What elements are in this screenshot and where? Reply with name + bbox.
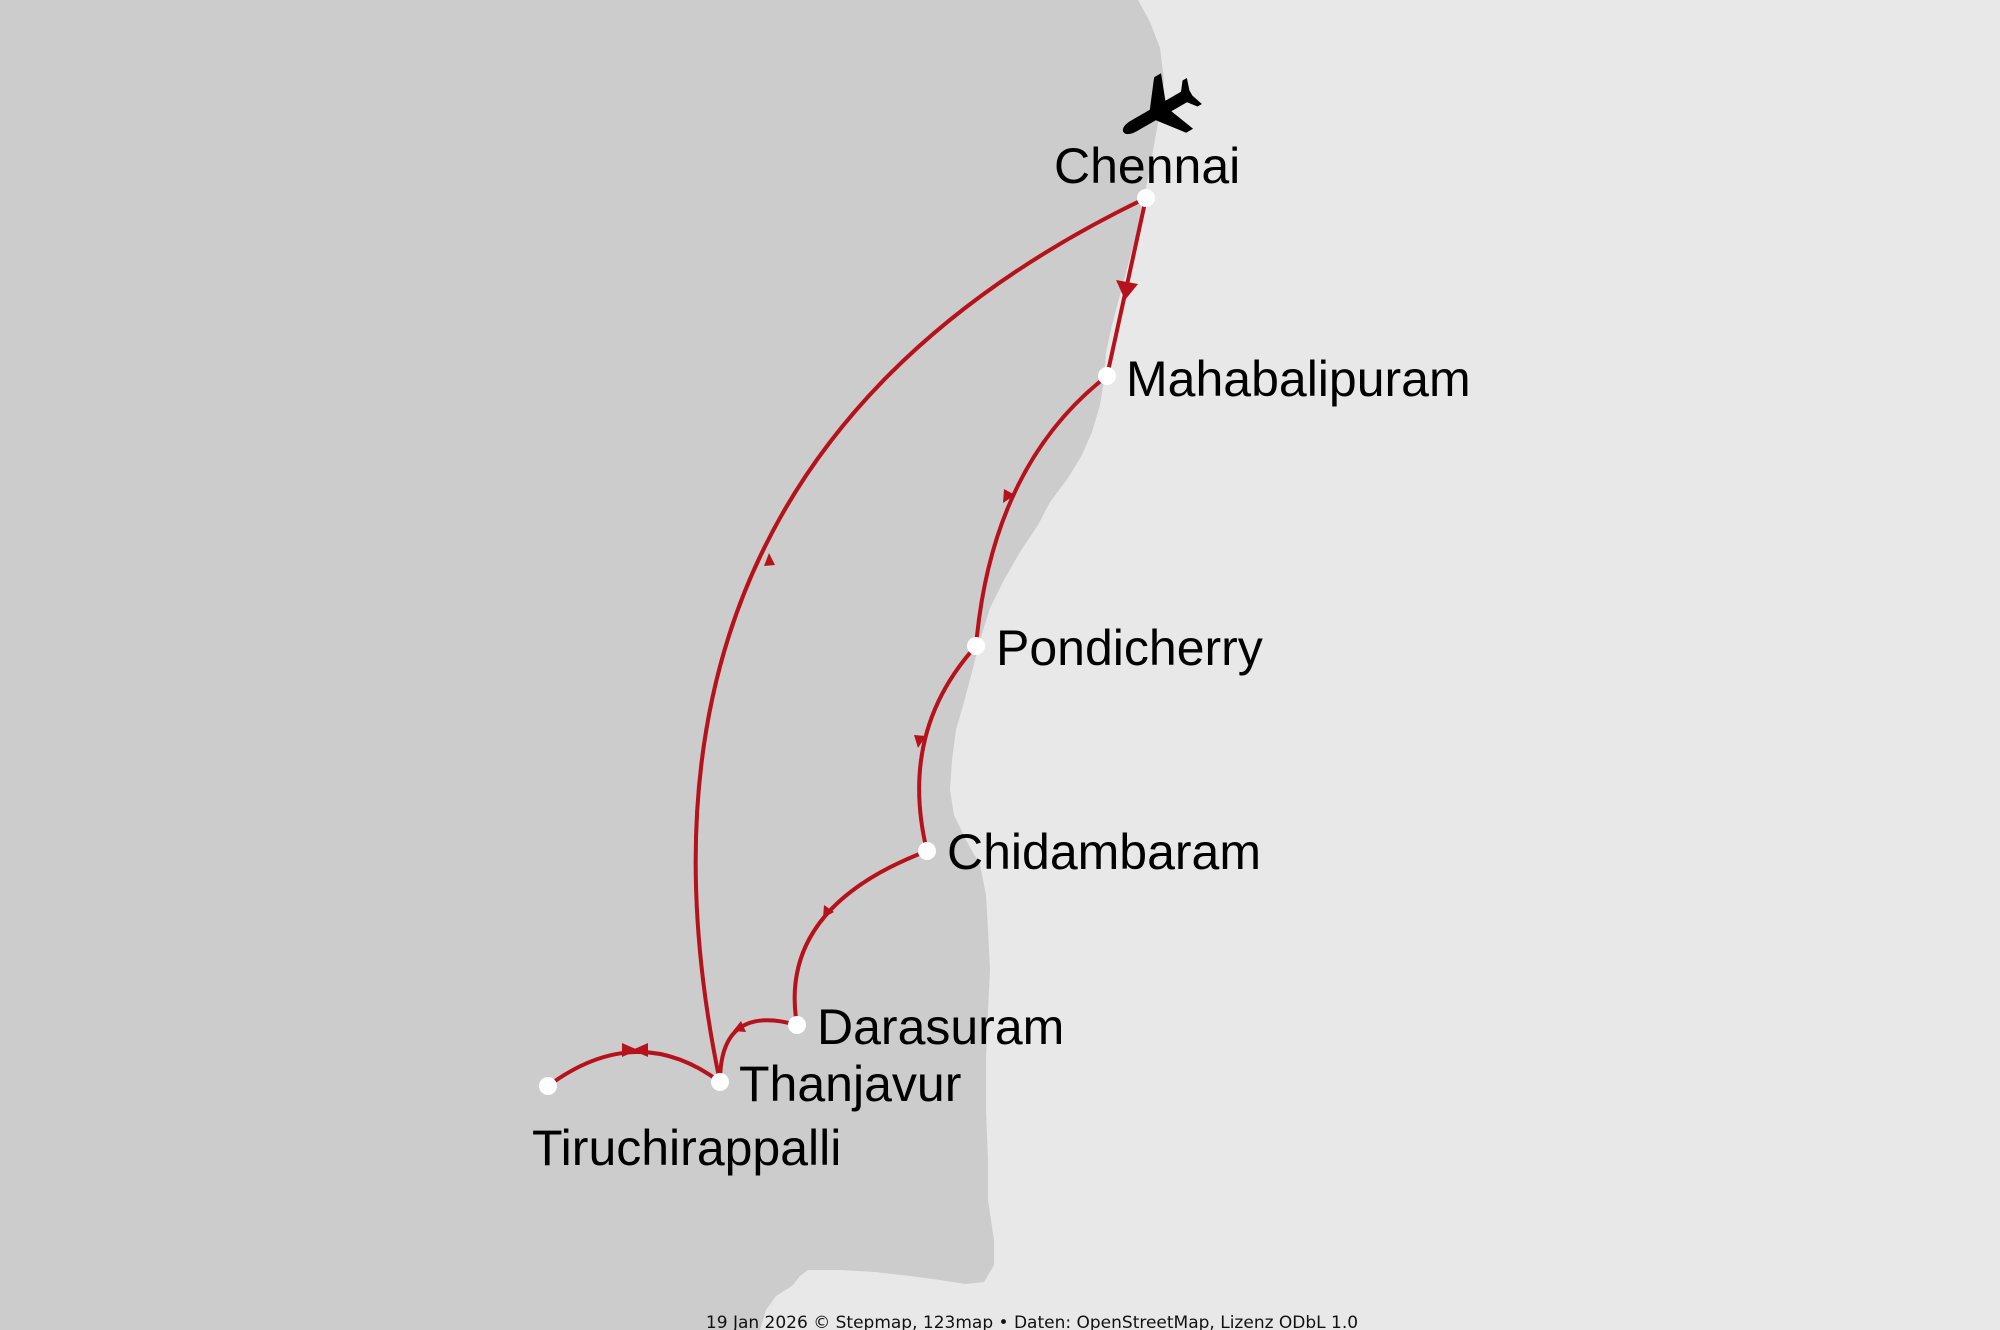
- direction-arrow: [823, 905, 834, 918]
- marker-tiruchirappalli[interactable]: [539, 1077, 557, 1095]
- route-thanjavur-tiruchirappalli: [546, 1050, 722, 1088]
- marker-mahabalipuram[interactable]: [1098, 367, 1116, 385]
- direction-arrow: [1003, 489, 1015, 503]
- airplane-icon: [1122, 73, 1202, 135]
- marker-chennai[interactable]: [1137, 189, 1155, 207]
- land-area: [0, 0, 1164, 1330]
- route-chidambaram-darasuram: [792, 849, 929, 1027]
- marker-chidambaram[interactable]: [918, 842, 936, 860]
- marker-thanjavur[interactable]: [711, 1073, 729, 1091]
- direction-arrow: [622, 1043, 638, 1057]
- city-label-thanjavur: Thanjavur: [739, 1056, 961, 1112]
- direction-arrow: [632, 1043, 648, 1057]
- city-label-chidambaram: Chidambaram: [947, 824, 1261, 880]
- direction-arrow: [764, 553, 775, 566]
- route-arrows: [622, 280, 1138, 1057]
- route-mahabalipuram-pondicherry: [974, 374, 1109, 648]
- city-label-chennai: Chennai: [1054, 138, 1240, 194]
- direction-arrow: [914, 735, 926, 748]
- route-thanjavur-chennai: [693, 196, 1148, 1084]
- map-attribution: 19 Jan 2026 © Stepmap, 123map • Daten: O…: [706, 1313, 1358, 1330]
- city-labels: Chennai Mahabalipuram Pondicherry Chidam…: [532, 138, 1471, 1176]
- city-label-darasuram: Darasuram: [817, 999, 1064, 1055]
- direction-arrow: [1116, 280, 1138, 300]
- city-label-mahabalipuram: Mahabalipuram: [1126, 351, 1471, 407]
- city-label-pondicherry: Pondicherry: [996, 620, 1263, 676]
- marker-pondicherry[interactable]: [967, 637, 985, 655]
- city-label-tiruchirappalli: Tiruchirappalli: [532, 1120, 841, 1176]
- marker-darasuram[interactable]: [788, 1016, 806, 1034]
- city-markers: [539, 189, 1155, 1095]
- route-pondicherry-chidambaram: [917, 644, 978, 853]
- direction-arrow: [733, 1021, 746, 1032]
